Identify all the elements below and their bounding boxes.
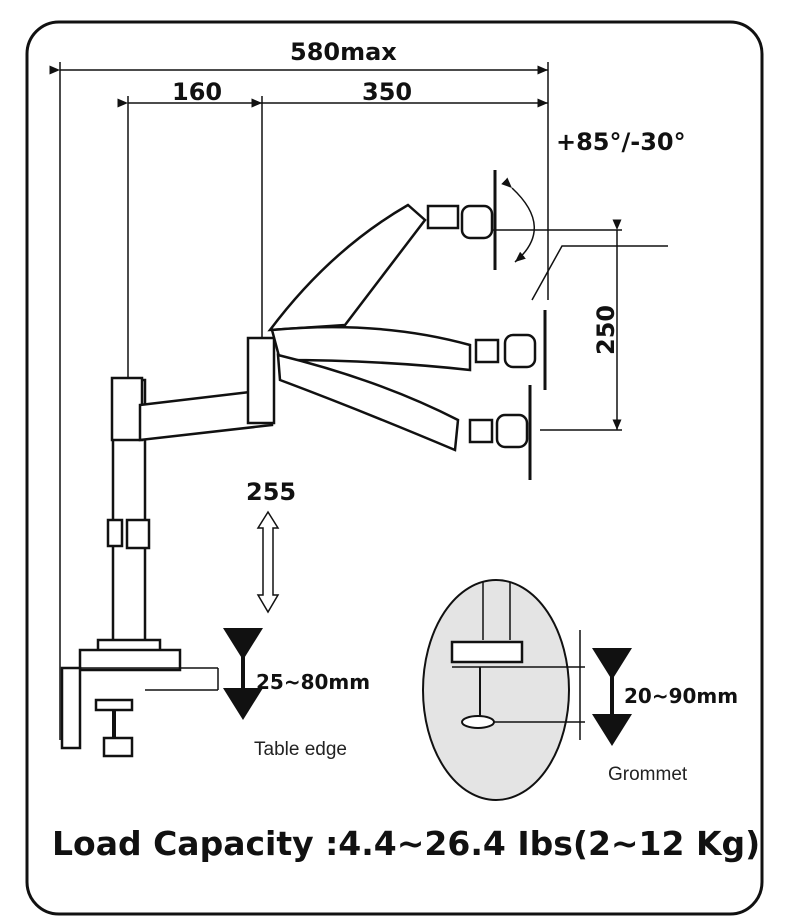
diagram-frame (25, 20, 764, 916)
first-arm-label: 160 (172, 78, 222, 106)
table-edge-label: Table edge (254, 739, 347, 760)
tilt-label: +85°/-30° (556, 128, 686, 156)
second-arm-label: 350 (362, 78, 412, 106)
grommet-thickness-label: 20~90mm (624, 684, 738, 708)
clamp-thickness-label: 25~80mm (256, 670, 370, 694)
pole-height-arrow (256, 510, 280, 614)
vertical-range-label: 250 (592, 305, 620, 355)
grommet-illustration (422, 579, 585, 801)
dimension-lines (49, 62, 668, 740)
grommet-label: Grommet (608, 764, 688, 785)
pole-height-label: 255 (246, 478, 296, 506)
load-capacity-text: Load Capacity :4.4~26.4 Ibs(2~12 Kg) (52, 824, 760, 863)
monitor-arm-illustration (60, 170, 547, 758)
total-reach-label: 580max (290, 38, 397, 66)
